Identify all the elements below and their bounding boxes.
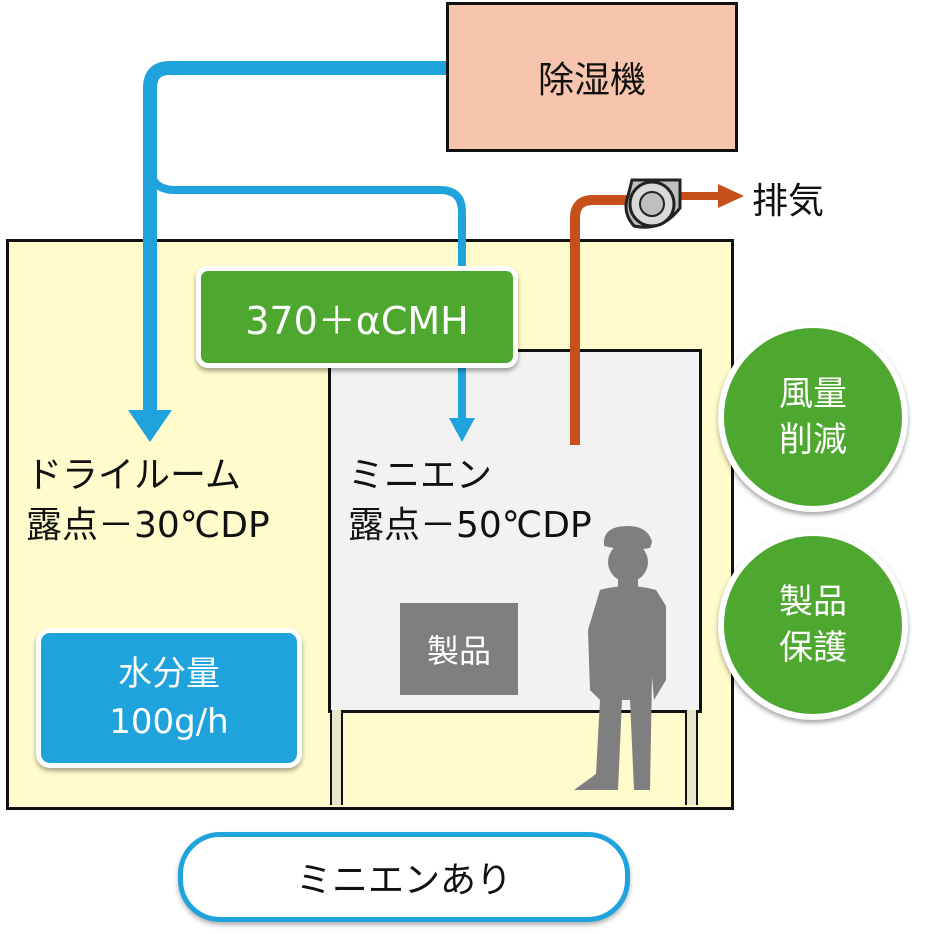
dry-room-dew-point: 露点－30℃DP	[26, 505, 270, 546]
worker-silhouette-icon	[574, 526, 666, 790]
airflow-badge: 370＋αCMH	[196, 266, 518, 368]
badge-product-protection-line1: 製品	[779, 582, 847, 622]
dehumidifier-box: 除湿機	[446, 2, 738, 152]
badge-product-protection-line2: 保護	[779, 628, 847, 668]
mini-env-dew-point: 露点－50℃DP	[348, 505, 592, 546]
mini-env-leg-right	[685, 710, 698, 805]
badge-airflow-reduction-line1: 風量	[779, 374, 847, 414]
mini-env-leg-left	[330, 710, 343, 805]
caption-pill: ミニエンあり	[178, 832, 630, 922]
mini-env-name: ミニエン	[348, 455, 493, 496]
product-box: 製品	[400, 603, 518, 695]
moisture-value: 100g/h	[109, 702, 229, 742]
product-label: 製品	[426, 632, 491, 670]
supply-duct-dry-room	[143, 61, 446, 412]
dehumidifier-label: 除湿機	[537, 60, 646, 101]
airflow-label: 370＋αCMH	[245, 298, 469, 343]
moisture-title: 水分量	[118, 654, 220, 694]
supply-duct-mini-env	[146, 164, 466, 420]
exhaust-arrow	[718, 184, 744, 208]
dry-room-name: ドライルーム	[26, 455, 241, 496]
badge-product-protection: 製品 保護	[718, 530, 908, 720]
caption-label: ミニエンあり	[295, 860, 512, 901]
supply-arrow-dry-room	[128, 410, 172, 442]
exhaust-label: 排気	[752, 181, 825, 222]
supply-arrow-mini-env	[449, 418, 475, 442]
exhaust-fan-icon	[624, 178, 682, 229]
moisture-badge: 水分量 100g/h	[36, 628, 302, 768]
badge-airflow-reduction-line2: 削減	[779, 420, 847, 460]
badge-airflow-reduction: 風量 削減	[718, 322, 908, 512]
exhaust-duct	[570, 195, 628, 445]
